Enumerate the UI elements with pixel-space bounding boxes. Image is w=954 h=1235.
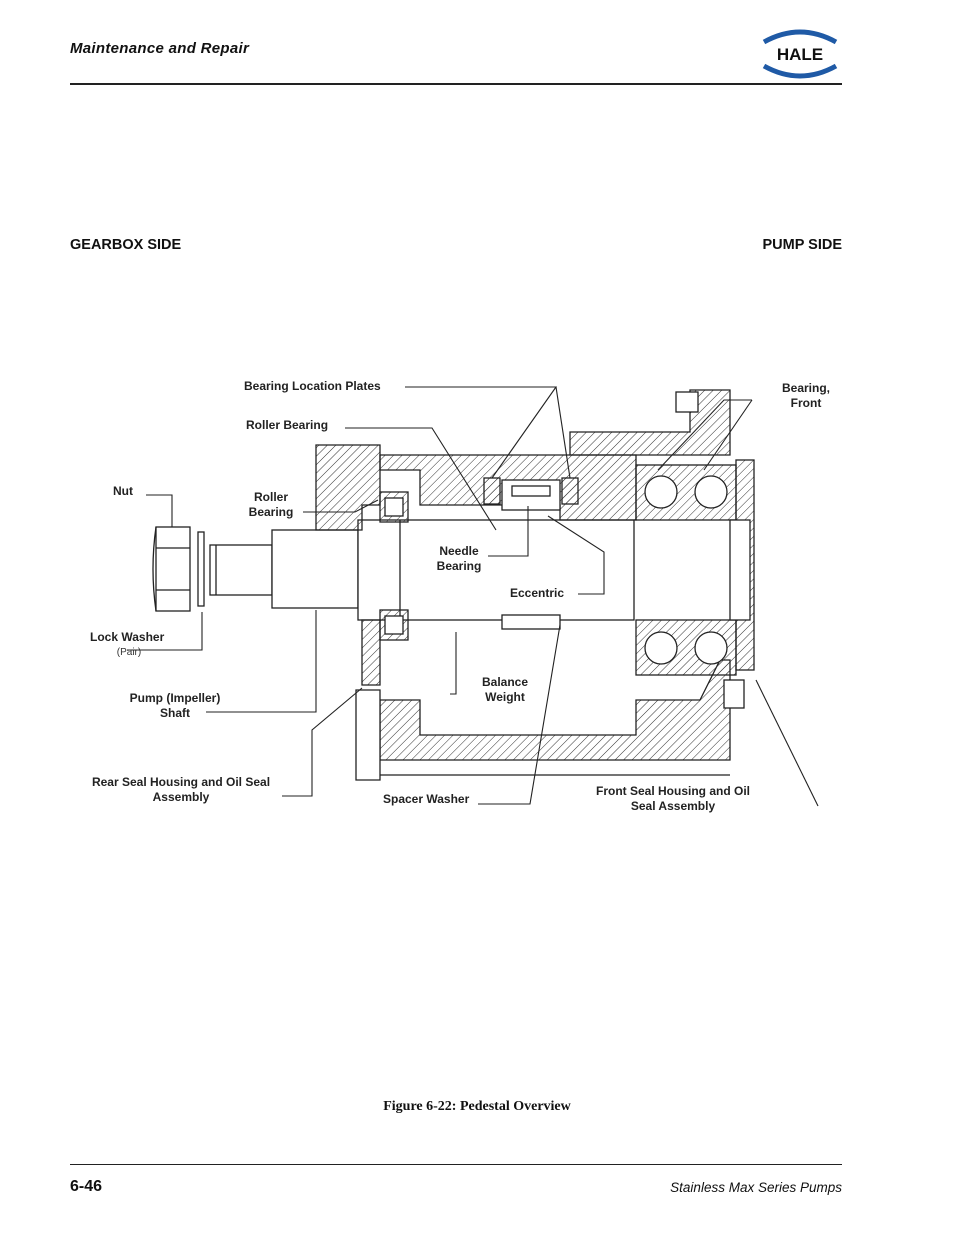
label-eccentric: Eccentric bbox=[510, 586, 564, 600]
label-pump-shaft-line2: Shaft bbox=[160, 706, 190, 720]
label-roller-bearing-line2: Bearing bbox=[249, 505, 294, 519]
footer-rule bbox=[70, 1164, 842, 1165]
label-rear-seal-line1: Rear Seal Housing and Oil Seal bbox=[92, 775, 270, 789]
label-roller-bearing-line1: Roller bbox=[254, 490, 288, 504]
label-bearing-front-line1: Bearing, bbox=[782, 381, 830, 395]
label-front-seal-line2: Seal Assembly bbox=[631, 799, 716, 813]
label-needle-bearing-line2: Bearing bbox=[437, 559, 482, 573]
label-roller-bearing-top: Roller Bearing bbox=[246, 418, 328, 432]
label-bearing-front-line2: Front bbox=[791, 396, 822, 410]
label-rear-seal-line2: Assembly bbox=[153, 790, 210, 804]
hale-logo: HALE bbox=[760, 29, 840, 79]
bearing-location-plate-left bbox=[483, 477, 501, 505]
section-title: Maintenance and Repair bbox=[70, 40, 250, 57]
figure-caption: Figure 6-22: Pedestal Overview bbox=[383, 1099, 571, 1114]
needle-bearing-part bbox=[501, 479, 561, 630]
roller-bearing-part bbox=[379, 491, 409, 641]
label-lock-washer: Lock Washer bbox=[90, 630, 165, 644]
pump-shaft-part bbox=[209, 519, 635, 621]
label-spacer-washer: Spacer Washer bbox=[383, 792, 470, 806]
label-bearing-location-plates: Bearing Location Plates bbox=[244, 379, 381, 393]
nut-part bbox=[152, 526, 191, 612]
label-balance-weight-line1: Balance bbox=[482, 675, 528, 689]
leader-lines bbox=[127, 386, 819, 807]
label-lock-washer-note: (Pair) bbox=[117, 647, 141, 658]
page-number: 6-46 bbox=[70, 1178, 103, 1195]
lock-washer-part bbox=[197, 531, 205, 607]
label-needle-bearing-line1: Needle bbox=[439, 544, 479, 558]
pump-side-label: PUMP SIDE bbox=[762, 237, 842, 253]
label-balance-weight-line2: Weight bbox=[485, 690, 525, 704]
label-nut: Nut bbox=[113, 484, 133, 498]
gearbox-side-label: GEARBOX SIDE bbox=[70, 237, 182, 253]
lower-housing-part bbox=[355, 619, 731, 781]
front-bearing-part bbox=[635, 464, 737, 676]
label-pump-shaft-line1: Pump (Impeller) bbox=[130, 691, 221, 705]
document-title: Stainless Max Series Pumps bbox=[670, 1180, 842, 1195]
front-seal-housing-part bbox=[723, 459, 755, 709]
label-front-seal-line1: Front Seal Housing and Oil bbox=[596, 784, 750, 798]
callout-labels: Bearing Location Plates Roller Bearing N… bbox=[90, 379, 830, 813]
logo-text: HALE bbox=[777, 45, 823, 64]
header-rule bbox=[70, 83, 842, 85]
bearing-location-plate-right bbox=[561, 477, 579, 505]
pedestal-drawing bbox=[152, 389, 755, 781]
